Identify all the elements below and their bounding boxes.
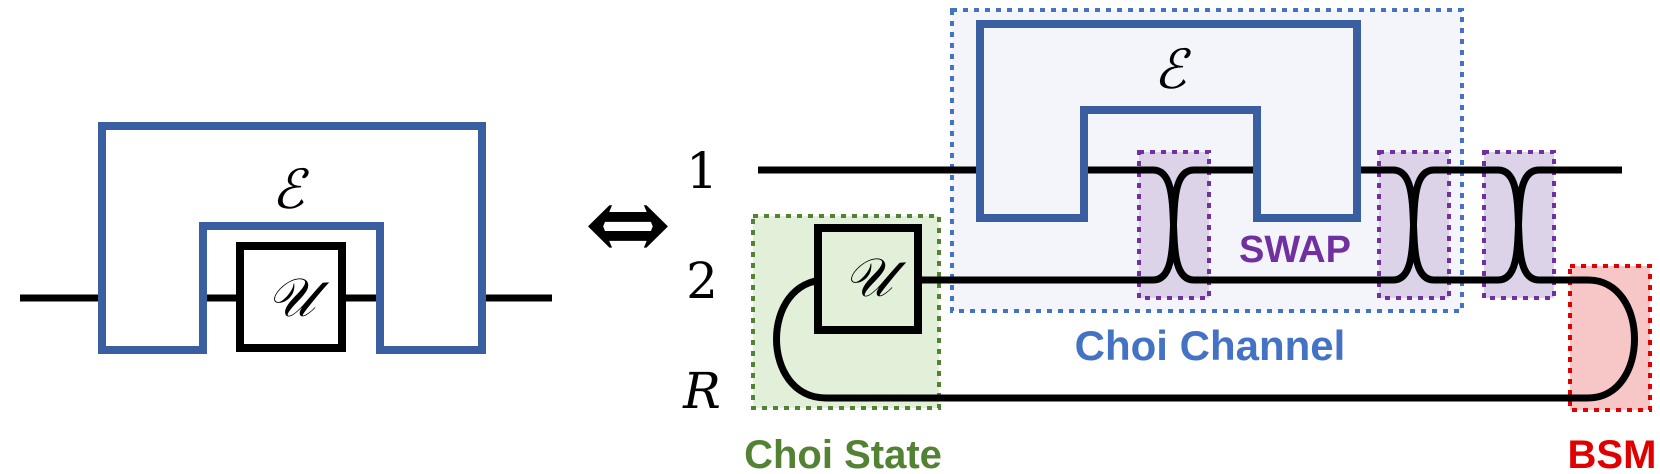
left-unitary-box: [236, 242, 346, 352]
swap-cross-2: [1392, 166, 1435, 284]
left-circuit: ℰ 𝒰: [20, 122, 552, 354]
bsm-cap: [1587, 276, 1638, 402]
right-circuit: ℰ 𝒰 1 2 R SWAP Choi Channel Choi State B…: [682, 8, 1657, 474]
choi-channel-label: Choi Channel: [1075, 322, 1346, 369]
bsm-label: BSM: [1568, 433, 1657, 474]
right-channel-symbol: ℰ: [1154, 38, 1192, 101]
swap-cross-1: [1152, 166, 1195, 284]
left-channel-box: [98, 122, 486, 354]
equivalence-symbol: ⇔: [584, 162, 671, 285]
choi-state-label: Choi State: [744, 433, 942, 474]
wire-label-r: R: [682, 362, 721, 420]
right-channel-box: [976, 20, 1361, 222]
choi-state-cup: [773, 276, 827, 402]
left-channel-symbol: ℰ: [272, 158, 310, 221]
swap-cross-3: [1497, 166, 1540, 284]
right-unitary-box: [814, 224, 922, 334]
wire-label-1: 1: [686, 142, 718, 200]
wire-label-2: 2: [686, 252, 718, 310]
swap-label: SWAP: [1239, 229, 1351, 271]
